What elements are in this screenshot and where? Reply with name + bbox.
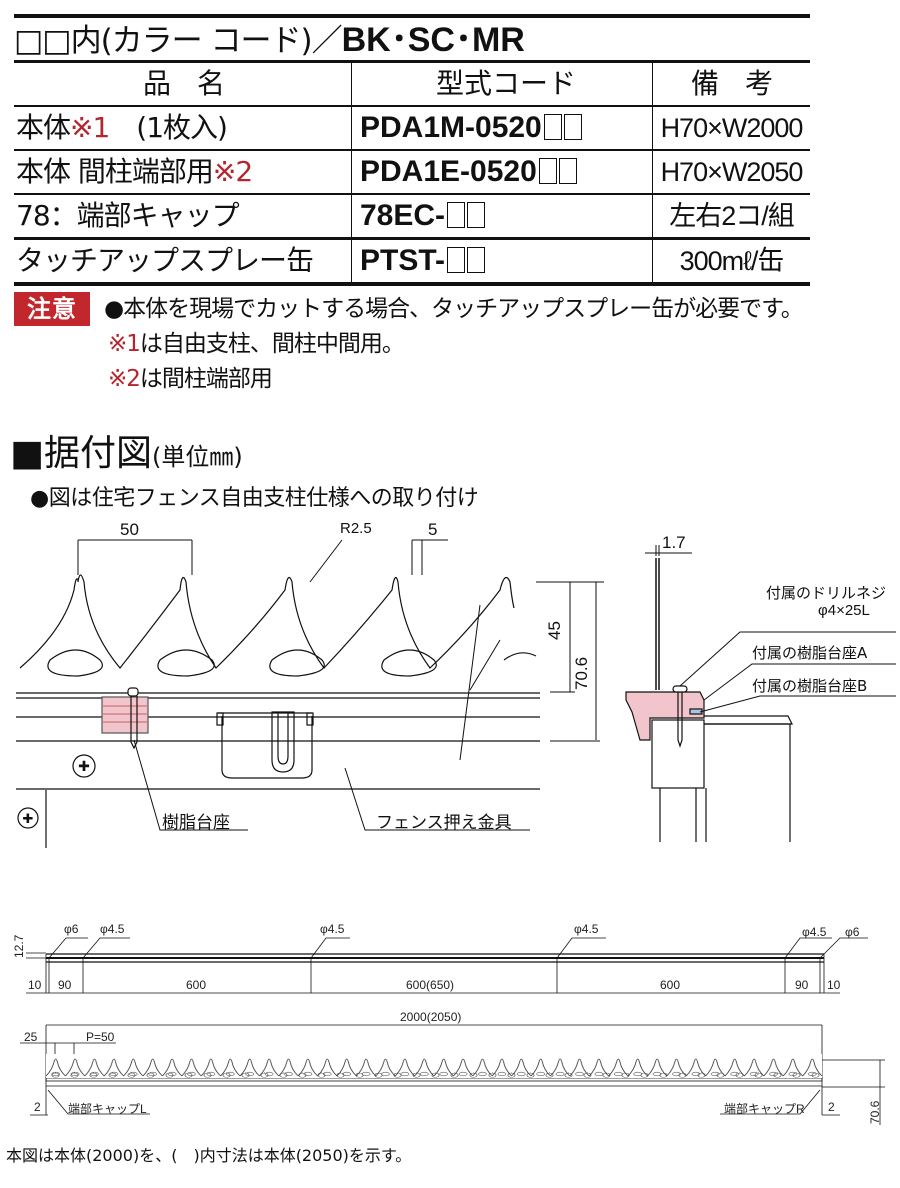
label-base-b: 付属の樹脂台座B <box>752 677 868 695</box>
color-box-icon <box>558 158 577 184</box>
dim-plan-height: 12.7 <box>12 934 26 958</box>
row-name: 78：端部キャップ <box>14 195 352 237</box>
table-title: □□内(カラー コード)／BK･SC･MR <box>14 18 810 60</box>
row-name: タッチアップスプレー缶 <box>14 240 352 282</box>
label-base-a: 付属の樹脂台座A <box>752 644 868 662</box>
label-screw-size: φ4×25L <box>818 602 870 619</box>
dim-thickness: 1.7 <box>662 533 686 552</box>
section-unit: (単位㎜) <box>152 443 243 471</box>
section-heading: ■据付図 <box>10 433 153 474</box>
plan-dim: 600 <box>186 978 207 992</box>
table-top-rule <box>14 14 810 18</box>
svg-text:✚: ✚ <box>78 759 90 775</box>
row-name: 本体 <box>16 111 71 144</box>
section-title: ■据付図(単位㎜) <box>10 432 243 479</box>
row-remarks: H70×W2050 <box>660 157 804 187</box>
hole-label: φ4.5 <box>100 922 125 936</box>
spike-pattern <box>46 1054 822 1078</box>
row-mark: ※2 <box>212 155 253 188</box>
dim-spike-pitch: P=50 <box>86 1030 115 1044</box>
row-suffix: (1枚入) <box>109 111 228 144</box>
header-code: 型式コード <box>352 63 653 105</box>
note-text: は自由支柱、間柱中間用。 <box>139 331 405 357</box>
table-title-rule <box>14 60 810 63</box>
dim-total-height: 70.6 <box>572 656 591 690</box>
table-row: タッチアップスプレー缶 PTST- 300mℓ/缶 <box>14 240 810 286</box>
svg-text:✚: ✚ <box>23 812 34 827</box>
notice-line-1: ●本体を現場でカットする場合、タッチアップスプレー缶が必要です。 <box>104 296 804 322</box>
color-box-icon <box>563 114 582 140</box>
color-box-icon <box>543 114 562 140</box>
label-cap-right: 端部キャップR <box>724 1102 805 1116</box>
label-resin-base: 樹脂台座 <box>162 813 230 833</box>
hole-label: φ4.5 <box>802 925 827 939</box>
plan-dim: 10 <box>28 978 42 992</box>
header-name: 品 名 <box>14 63 352 105</box>
dim-total-length: 2000(2050) <box>400 1010 462 1024</box>
caution-badge: 注意 <box>14 292 90 326</box>
notice-line-3: ※2は間柱端部用 <box>108 363 273 395</box>
dim-pitch: 50 <box>120 520 139 539</box>
row-code: PDA1M-0520 <box>360 111 542 144</box>
row-code: 78EC- <box>360 199 446 232</box>
row-remarks: H70×W2000 <box>660 113 804 143</box>
row-remarks: 300mℓ/缶 <box>679 246 785 276</box>
notice-line-2: ※1は自由支柱、間柱中間用。 <box>108 328 405 360</box>
note-mark: ※2 <box>108 366 141 392</box>
header-remarks: 備 考 <box>690 67 773 100</box>
color-box-icon <box>467 247 486 273</box>
plan-dim: 10 <box>827 978 841 992</box>
table-row: 78：端部キャップ 78EC- 左右2コ/組 <box>14 195 810 240</box>
dim-spike-height: 45 <box>545 621 564 640</box>
hole-label: φ6 <box>64 922 79 936</box>
dim-cap-left: 2 <box>34 1100 41 1114</box>
row-mark: ※1 <box>70 111 110 144</box>
label-cap-left: 端部キャップL <box>68 1102 147 1116</box>
row-name: 本体 間柱端部用 <box>16 155 214 188</box>
color-codes: BK･SC･MR <box>341 21 525 59</box>
plan-dim: 90 <box>795 978 809 992</box>
plan-dim: 600(650) <box>406 978 455 992</box>
label-fence-clamp: フェンス押え金具 <box>376 813 512 833</box>
label-screw: 付属のドリルネジ <box>766 584 887 602</box>
plan-dim: 90 <box>58 978 72 992</box>
note-text: は間柱端部用 <box>139 366 273 392</box>
row-code: PTST- <box>360 244 446 277</box>
dim-tip: 5 <box>428 520 438 539</box>
dim-radius: R2.5 <box>340 520 372 537</box>
footnote: 本図は本体(2000)を、( )内寸法は本体(2050)を示す。 <box>6 1146 412 1165</box>
color-box-icon <box>447 202 466 228</box>
row-code: PDA1E-0520 <box>360 155 537 188</box>
table-header-row: 品 名 型式コード 備 考 <box>14 63 810 107</box>
color-box-icon <box>538 158 557 184</box>
color-box-icon <box>447 247 466 273</box>
hole-label: φ4.5 <box>574 922 599 936</box>
table-row: 本体 間柱端部用※2 PDA1E-0520 H70×W2050 <box>14 151 810 195</box>
row-remarks: 左右2コ/組 <box>669 201 795 231</box>
table-row: 本体※1 (1枚入) PDA1M-0520 H70×W2000 <box>14 107 810 151</box>
section-subtitle: ●図は住宅フェンス自由支柱仕様への取り付け <box>30 486 479 511</box>
spike-row <box>19 574 537 761</box>
hole-label: φ6 <box>845 925 860 939</box>
note-mark: ※1 <box>108 331 141 357</box>
color-box-icon <box>467 202 486 228</box>
dim-cap-right: 2 <box>828 1100 835 1114</box>
dim-offset: 25 <box>24 1030 38 1044</box>
product-table: □□内(カラー コード)／BK･SC･MR 品 名 型式コード 備 考 本体※1… <box>14 14 810 286</box>
dim-elev-height: 70.6 <box>868 1100 882 1124</box>
color-code-label: □□内(カラー コード)／ <box>14 23 343 59</box>
hole-label: φ4.5 <box>320 922 345 936</box>
plan-dim: 600 <box>660 978 681 992</box>
